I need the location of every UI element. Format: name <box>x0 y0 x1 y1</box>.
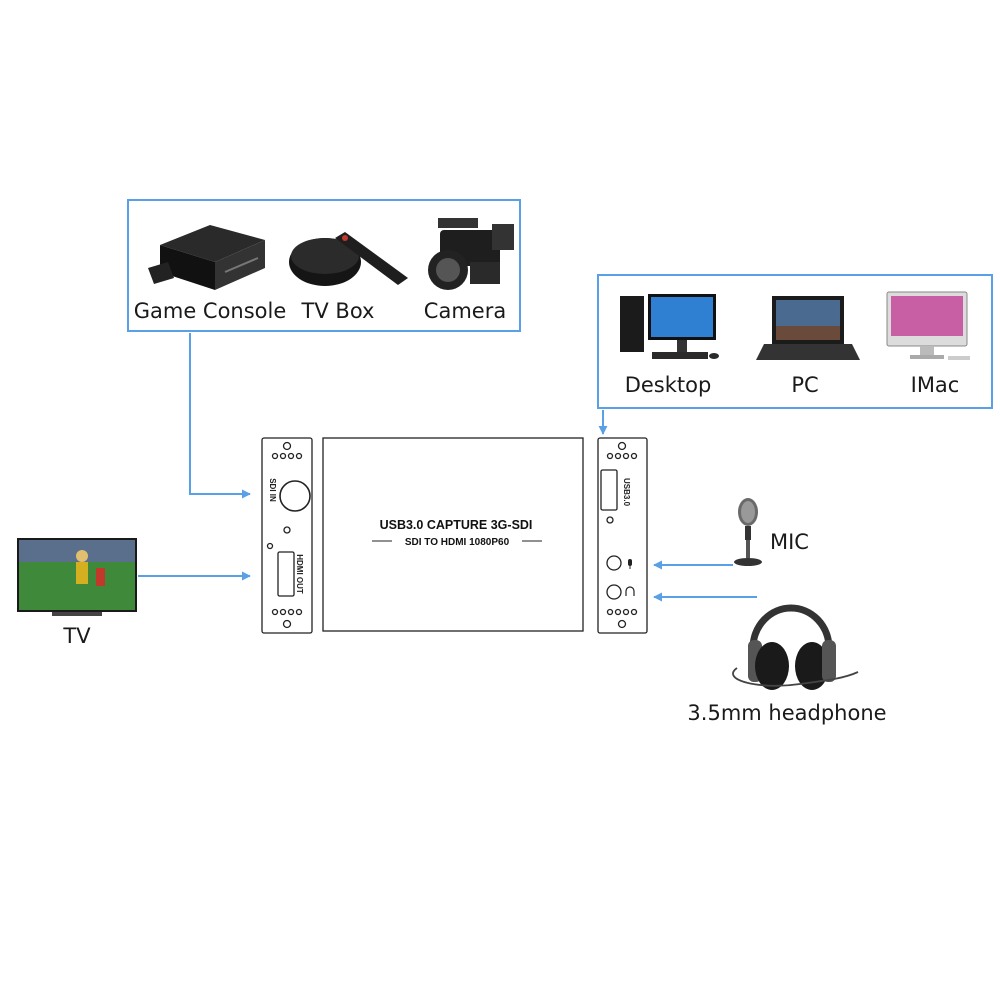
imac-label: IMac <box>911 373 960 397</box>
sdi-in-connector <box>279 480 311 512</box>
hdmi-out-label: HDMI OUT <box>295 554 304 594</box>
headphone-jack-icon <box>625 586 635 596</box>
game-console-icon <box>148 225 265 290</box>
usb3-label: USB3.0 <box>622 478 631 507</box>
hdmi-out-connector <box>277 551 295 597</box>
camera-label: Camera <box>424 299 506 323</box>
capture-device-body: USB3.0 CAPTURE 3G-SDI SDI TO HDMI 1080P6… <box>322 437 584 632</box>
tv-icon <box>17 538 137 616</box>
device-subtitle: SDI TO HDMI 1080P60 <box>405 537 510 548</box>
computers-box: Desktop PC IMac <box>597 274 993 409</box>
headphone-icon <box>732 604 859 690</box>
desktop-icon <box>620 294 719 359</box>
imac-icon <box>886 291 970 360</box>
tv-box-icon <box>289 232 408 286</box>
right-panel <box>597 437 648 634</box>
headphone-label: 3.5mm headphone <box>687 701 886 725</box>
headphone-jack <box>606 584 622 600</box>
tv-label: TV <box>62 624 91 648</box>
desktop-label: Desktop <box>625 373 712 397</box>
mic-label: MIC <box>770 530 809 554</box>
left-panel <box>261 437 313 634</box>
tv-box-label: TV Box <box>301 299 375 323</box>
sources-box: Game Console TV Box Camera <box>127 199 521 332</box>
usb3-connector <box>600 469 618 511</box>
mic-jack <box>606 555 622 571</box>
camera-icon <box>428 218 514 290</box>
pc-laptop-icon <box>756 296 860 360</box>
game-console-label: Game Console <box>134 299 287 323</box>
connection-arrows <box>138 333 757 602</box>
mic-jack-icon <box>628 559 632 569</box>
sdi-in-label: SDI IN <box>268 478 277 502</box>
device-title: USB3.0 CAPTURE 3G-SDI <box>380 518 533 532</box>
sources-to-sdi-in-arrow <box>189 333 251 499</box>
microphone-icon <box>734 498 762 566</box>
pc-label: PC <box>791 373 818 397</box>
